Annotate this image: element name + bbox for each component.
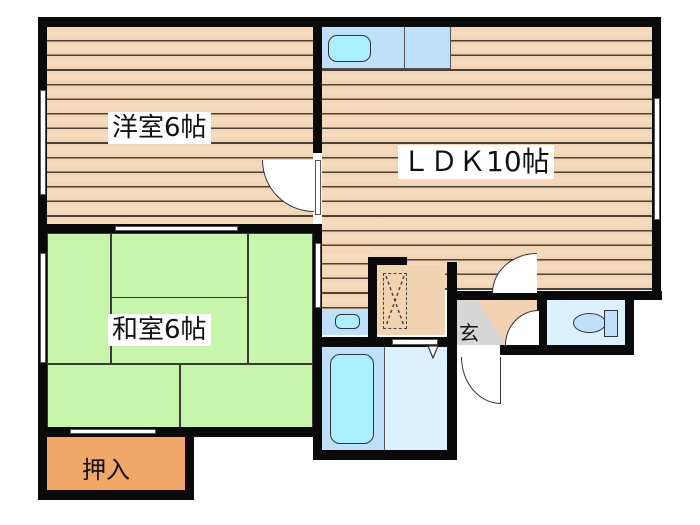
wall-wet-top bbox=[313, 337, 457, 347]
storage-dashed-box bbox=[383, 273, 407, 329]
ldk-label: ＬＤＫ10帖 bbox=[398, 145, 554, 179]
wall-entrance-top bbox=[457, 291, 662, 300]
tatami-mat bbox=[47, 233, 111, 364]
wall-entrance-left bbox=[447, 262, 457, 460]
wall-bath-bottom bbox=[313, 450, 457, 460]
storage-x-icon bbox=[385, 275, 405, 327]
washroom-floor bbox=[385, 347, 448, 450]
kitchen-counter-divider bbox=[404, 27, 405, 69]
entrance-label: 玄 bbox=[459, 321, 479, 345]
bathtub bbox=[330, 354, 374, 444]
closet-label: 押入 bbox=[82, 456, 130, 484]
toilet-tank bbox=[604, 310, 618, 337]
window-ldk-right bbox=[654, 98, 660, 220]
toilet-bowl bbox=[573, 313, 606, 333]
wall-storage-left bbox=[368, 257, 377, 347]
ldk-floor bbox=[322, 27, 652, 290]
western-room-label: 洋室6帖 bbox=[108, 112, 211, 144]
window-japanese-left bbox=[40, 253, 46, 363]
closet-floor bbox=[47, 437, 185, 492]
japanese-room-label: 和室6帖 bbox=[108, 314, 211, 346]
wall-toilet-right bbox=[625, 291, 634, 355]
wall-closet-right bbox=[185, 427, 194, 500]
bath-door-marker-icon bbox=[427, 345, 439, 359]
wall-japanese-bottom bbox=[38, 427, 322, 437]
kitchen-sink bbox=[328, 35, 371, 62]
wall-storage-top bbox=[368, 257, 407, 265]
window-western-left bbox=[40, 90, 46, 195]
bath-door bbox=[392, 339, 438, 345]
tatami-mat bbox=[248, 233, 313, 364]
storage-floor bbox=[377, 265, 445, 335]
tatami-mat bbox=[180, 364, 313, 428]
sliding-door-closet bbox=[70, 429, 156, 434]
wall-closet-bottom bbox=[38, 490, 194, 500]
wall-top bbox=[38, 17, 661, 27]
washbasin bbox=[335, 314, 360, 329]
wall-western-ldk bbox=[313, 17, 322, 153]
wall-entrance-bottom bbox=[500, 345, 634, 355]
front-door-swing[interactable] bbox=[461, 357, 501, 404]
tatami-mat bbox=[111, 233, 248, 298]
window-japanese-right bbox=[315, 243, 321, 308]
tatami-mat bbox=[47, 364, 180, 428]
sliding-door-western-japanese bbox=[115, 226, 238, 231]
window-ldk-left bbox=[315, 160, 321, 215]
wall-toilet-left bbox=[537, 291, 547, 355]
